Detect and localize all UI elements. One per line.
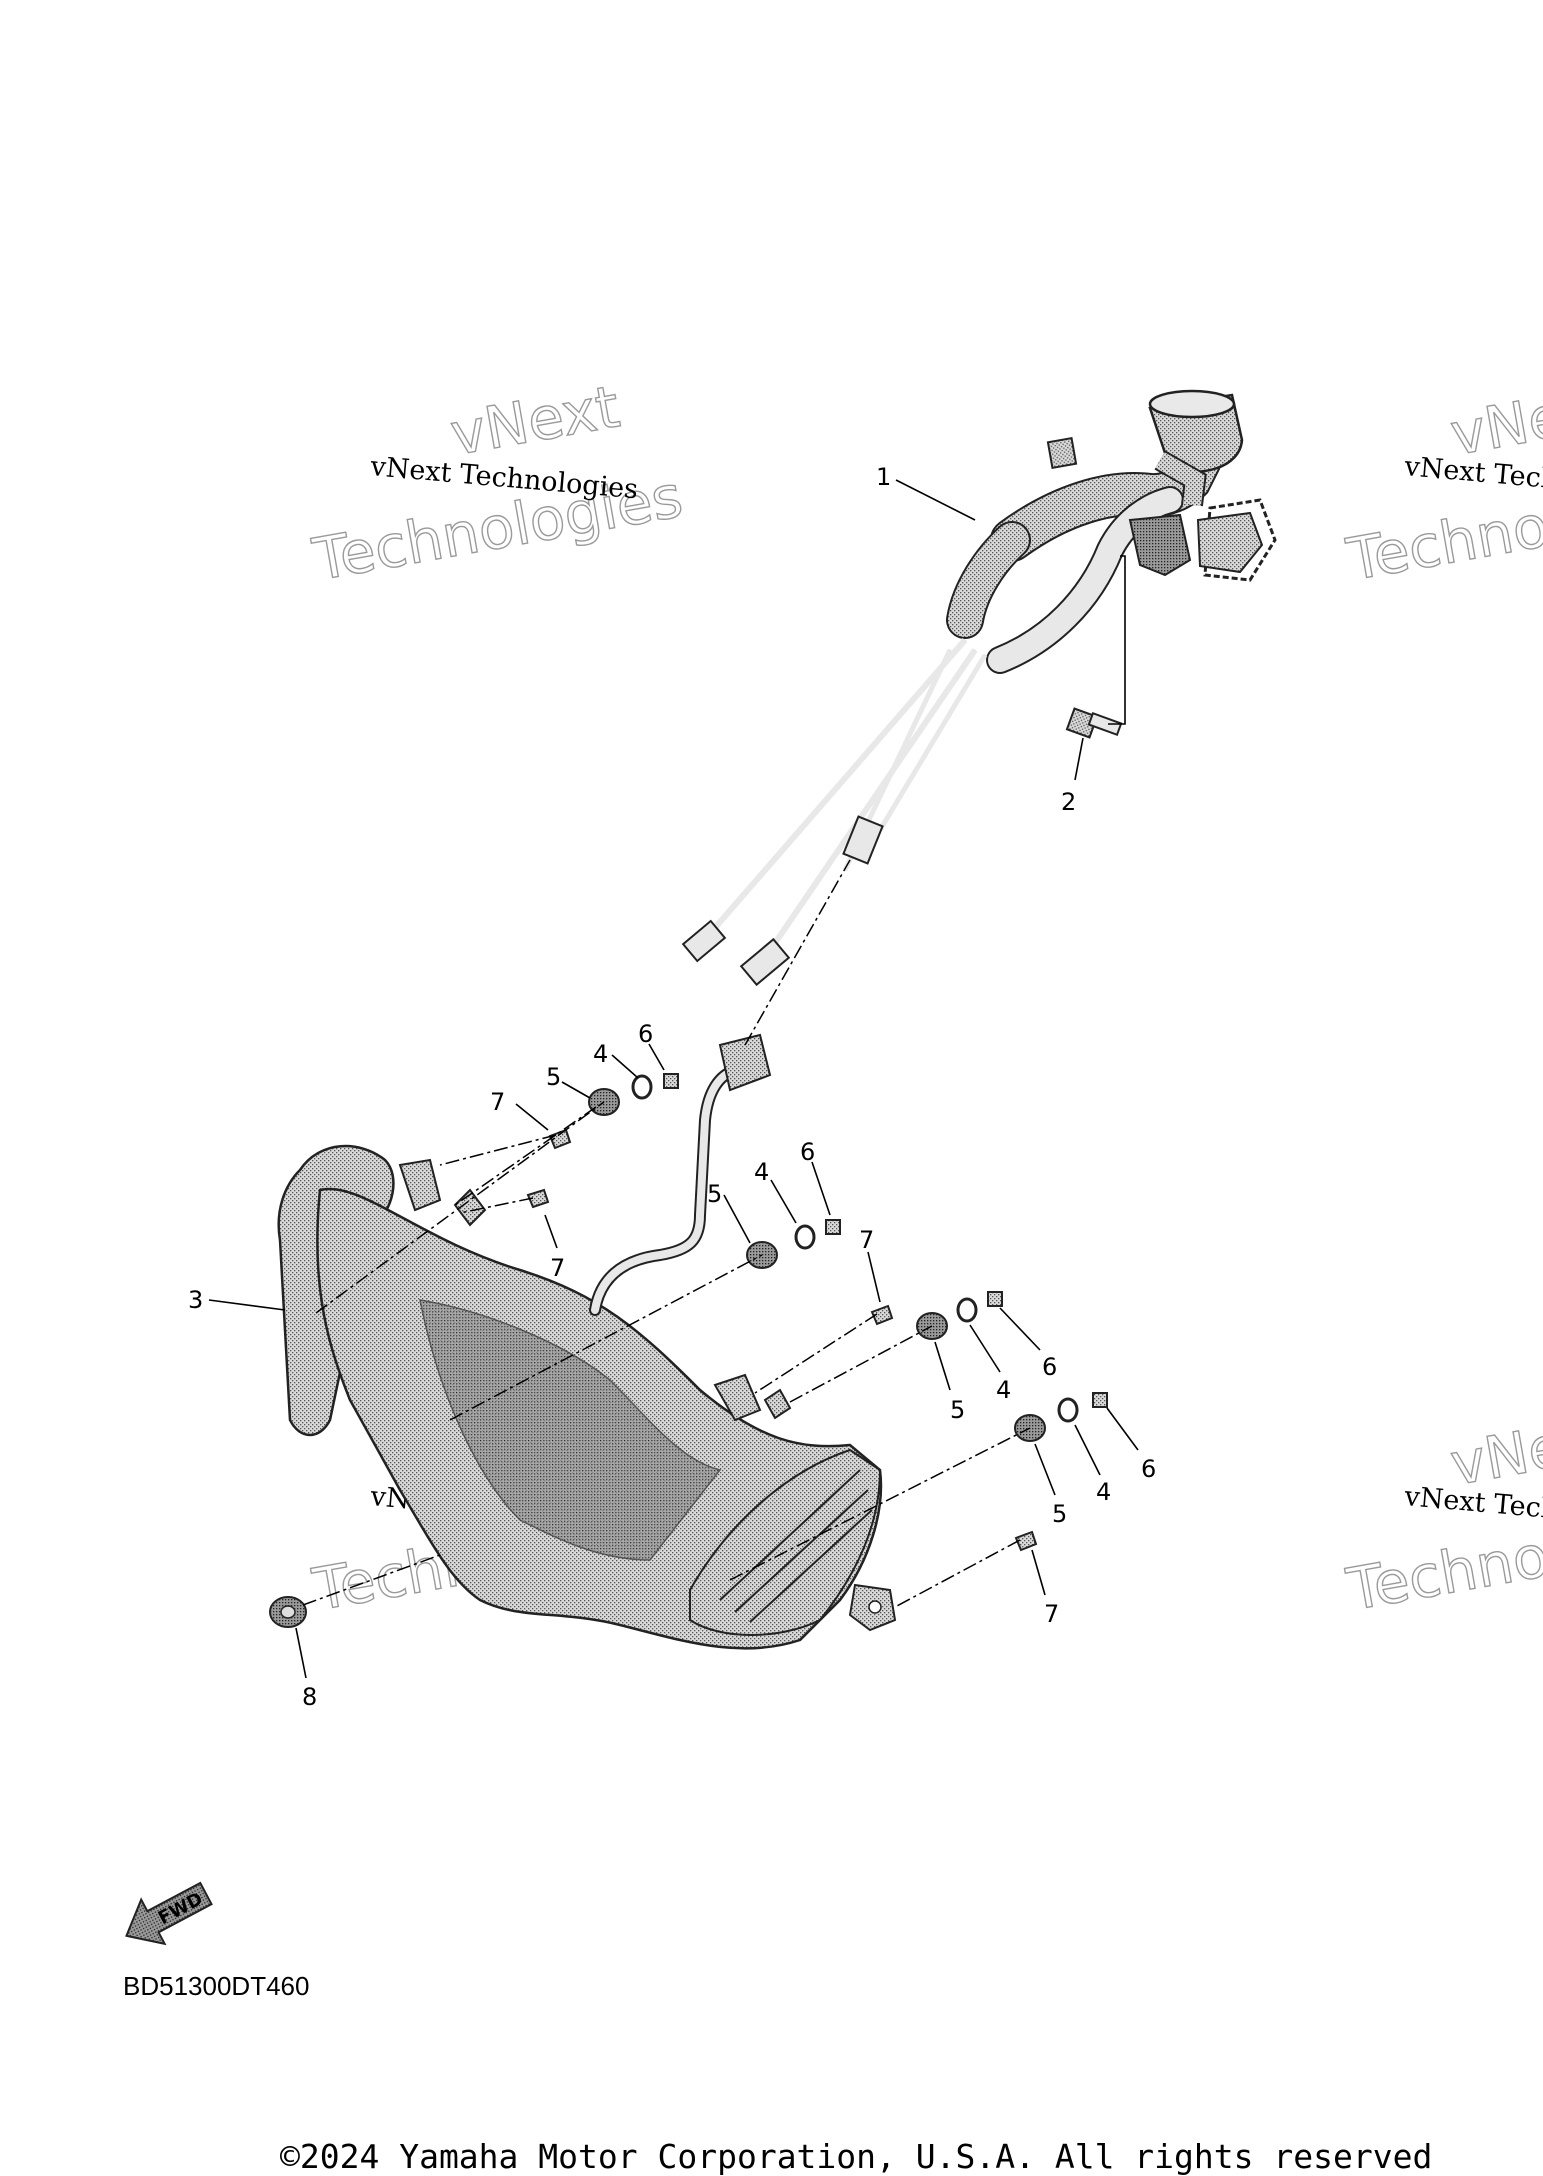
watermark-bottom-right: vNext Technologies vNext Technologies (1341, 1402, 1543, 1625)
watermark-top-left: vNext Technologies vNext Technologies (307, 372, 688, 595)
callout-6: 6 (800, 1138, 815, 1166)
assembly-lines (302, 555, 1126, 1608)
callouts: 1 2 3 7 5 4 6 7 5 4 6 7 5 4 6 5 4 6 7 8 (188, 463, 1156, 1711)
callout-8: 8 (302, 1683, 317, 1711)
callout-4: 4 (593, 1040, 608, 1068)
callout-5: 5 (1052, 1500, 1067, 1528)
callout-4: 4 (1096, 1478, 1111, 1506)
callout-6: 6 (638, 1020, 653, 1048)
callout-4: 4 (754, 1158, 769, 1186)
watermark-big-1: vNext (1446, 1402, 1543, 1498)
watermark-top-right: vNext Technologies vNext Technologies (1341, 372, 1543, 595)
callout-5: 5 (707, 1180, 722, 1208)
diagram-code: BD51300DT460 (123, 1971, 309, 2001)
callout-7: 7 (490, 1088, 505, 1116)
wire-harness (681, 389, 1277, 987)
copyright-notice: ©2024 Yamaha Motor Corporation, U.S.A. A… (280, 2137, 1432, 2176)
callout-3: 3 (188, 1286, 203, 1314)
watermark-big-1: vNext (1446, 372, 1543, 468)
callout-5: 5 (546, 1063, 561, 1091)
callout-6: 6 (1042, 1353, 1057, 1381)
leader-lines (208, 479, 1139, 1679)
callout-4: 4 (996, 1376, 1011, 1404)
callout-7: 7 (550, 1254, 565, 1282)
callout-7: 7 (1044, 1600, 1059, 1628)
callout-1: 1 (876, 463, 891, 491)
callout-2: 2 (1061, 788, 1076, 816)
bolt-2 (1065, 707, 1123, 739)
callout-6: 6 (1141, 1455, 1156, 1483)
callout-5: 5 (950, 1396, 965, 1424)
callout-7: 7 (859, 1226, 874, 1254)
watermark-big-1: vNext (446, 372, 625, 468)
headlight-assembly (277, 1033, 897, 1650)
fwd-arrow-icon: FWD (125, 1881, 213, 1946)
